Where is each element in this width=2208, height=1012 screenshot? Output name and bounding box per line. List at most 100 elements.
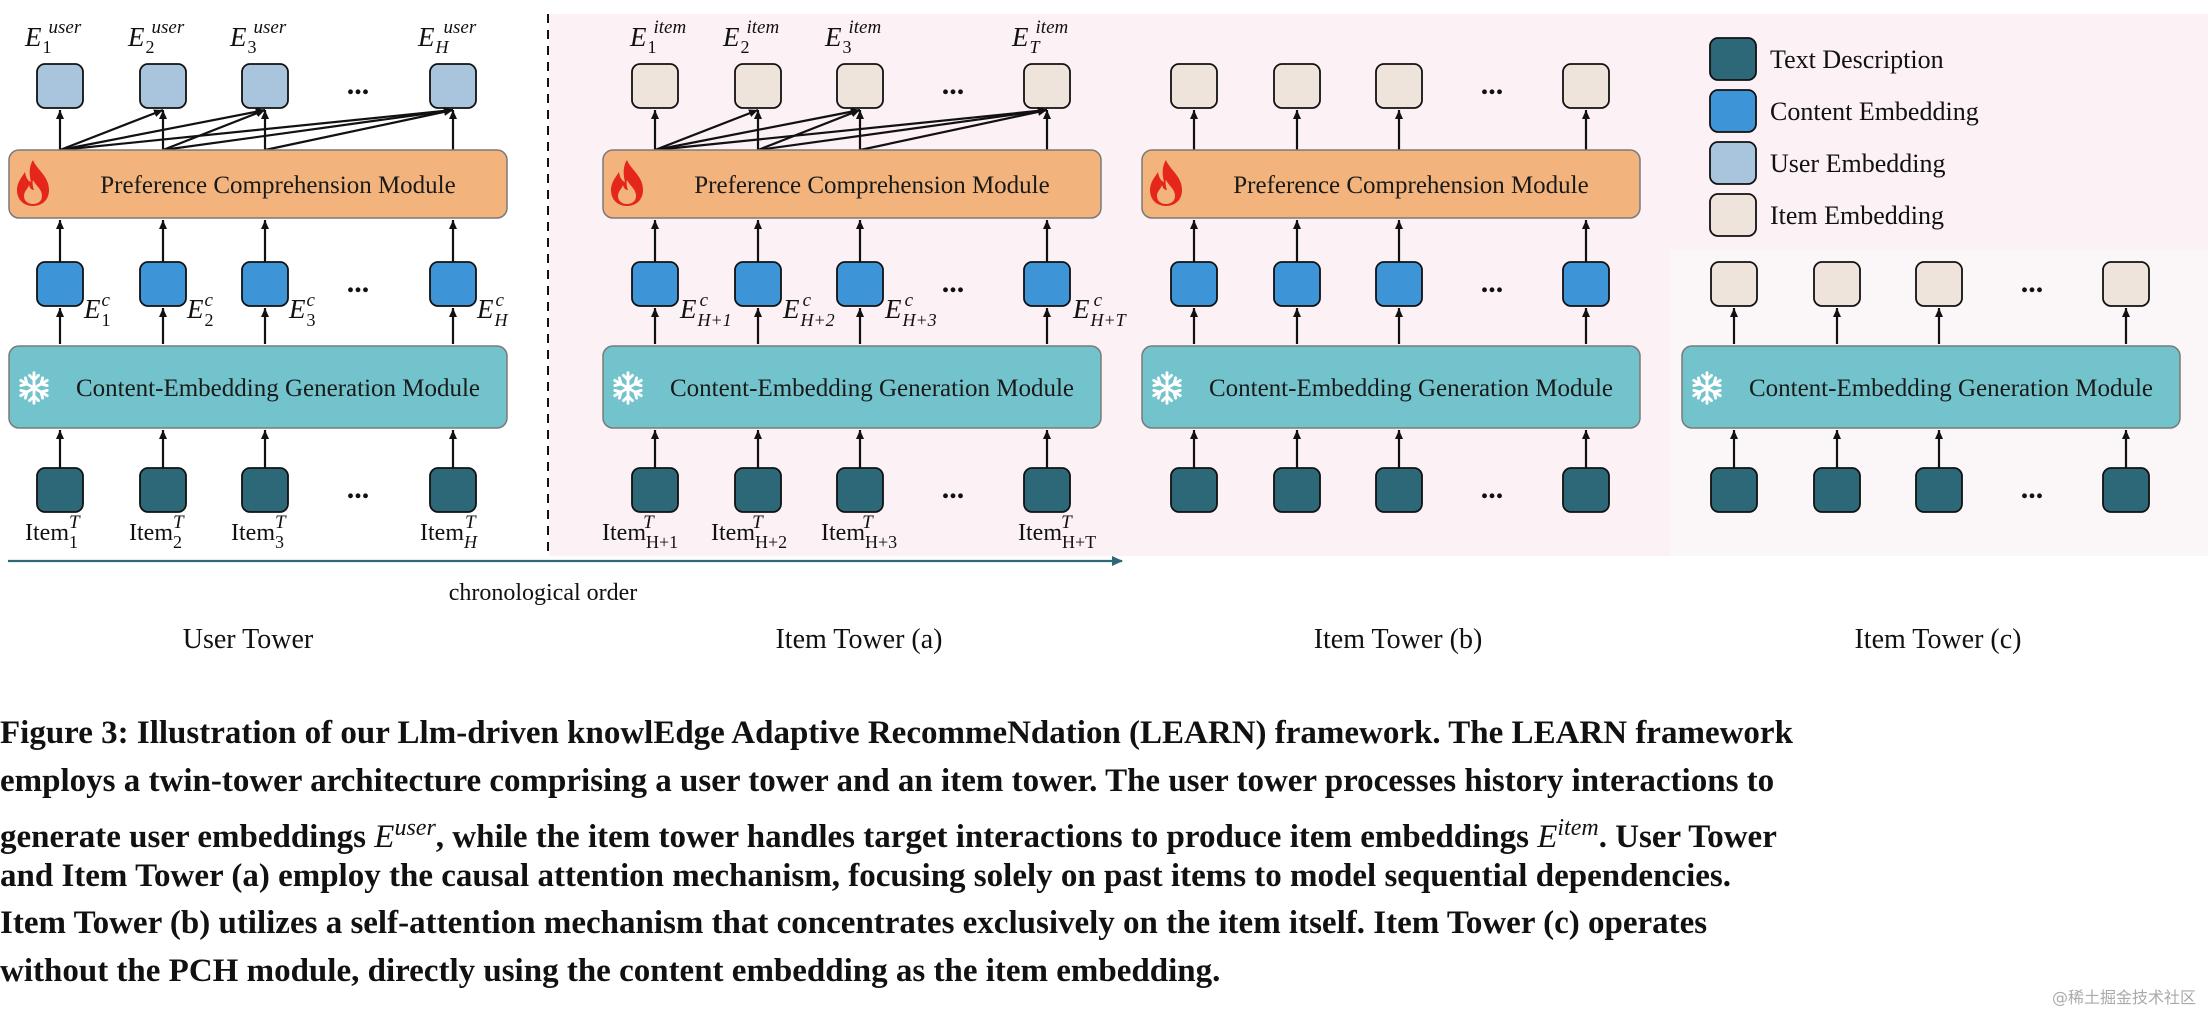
user-tower: ... Preference Comprehension Module ... … — [8, 63, 508, 513]
ellipsis: ... — [1481, 266, 1504, 299]
ellipsis: ... — [1481, 472, 1504, 505]
content-emb-label: EH+Tc — [1072, 290, 1128, 330]
user-item-text-labels: Item1T Item2T Item3T ItemHT — [25, 512, 478, 552]
item-embedding-box — [1915, 261, 1963, 307]
text-description-box — [1562, 467, 1610, 513]
user-embedding-labels: E1user E2user E3user EHuser — [24, 17, 477, 57]
caption-line: generate user embeddings Euser, while th… — [0, 815, 1777, 855]
legend-swatch-content-embedding — [1709, 89, 1757, 133]
ellipsis: ... — [942, 68, 965, 101]
item-embedding-box — [1023, 63, 1071, 109]
user-emb-label: EHuser — [417, 17, 477, 57]
user-attention-arrows — [56, 106, 457, 152]
item-embedding-box — [1813, 261, 1861, 307]
item-tower-b-caption: Item Tower (b) — [1314, 624, 1483, 655]
item-text-label: Item3T — [231, 512, 287, 552]
content-emb-label: E2c — [186, 290, 214, 330]
pcm-label: Preference Comprehension Module — [1233, 172, 1588, 199]
user-emb-label: E2user — [127, 17, 185, 57]
item-embedding-box — [1273, 63, 1321, 109]
text-description-box — [836, 467, 884, 513]
ellipsis: ... — [347, 472, 370, 505]
item-emb-label: E1item — [629, 17, 686, 57]
legend-label: Text Description — [1770, 45, 1944, 74]
text-description-box — [1375, 467, 1423, 513]
text-description-box — [1023, 467, 1071, 513]
item-embedding-labels: E1item E2item E3item ETitem — [629, 17, 1068, 57]
text-description-box — [429, 467, 477, 513]
text-description-box — [1170, 467, 1218, 513]
content-emb-label: EH+2c — [782, 290, 835, 330]
ellipsis: ... — [2021, 472, 2044, 505]
item-tower-c: ... Content-Embedding Generation Module … — [1681, 261, 2181, 513]
item-text-label: ItemH+TT — [1018, 512, 1096, 552]
cegm-label: Content-Embedding Generation Module — [76, 375, 480, 402]
preference-comprehension-module — [8, 149, 508, 219]
ellipsis: ... — [942, 472, 965, 505]
item-tower-a-caption: Item Tower (a) — [775, 624, 942, 655]
user-content-labels: E1c E2c E3c EHc — [83, 290, 509, 330]
text-description-box — [2102, 467, 2150, 513]
item-text-label: ItemH+1T — [602, 512, 678, 552]
user-embedding-box — [36, 63, 84, 109]
e-user-symbol: Euser — [374, 815, 436, 855]
user-emb-label: E3user — [229, 17, 287, 57]
chronological-order-label: chronological order — [449, 580, 638, 606]
pcm-label: Preference Comprehension Module — [100, 172, 455, 199]
content-emb-label: EH+3c — [884, 290, 937, 330]
cegm-label: Content-Embedding Generation Module — [1209, 375, 1613, 402]
content-embedding-box — [1562, 261, 1610, 307]
content-emb-label: EHc — [476, 290, 509, 330]
item-tower-a: ... Preference Comprehension Module ... … — [602, 63, 1102, 513]
content-embedding-box — [1375, 261, 1423, 307]
item-embedding-box — [1562, 63, 1610, 109]
item-text-label: ItemHT — [420, 512, 478, 552]
content-embedding-box — [631, 261, 679, 307]
item-emb-label: ETitem — [1011, 17, 1068, 57]
content-embedding-box — [734, 261, 782, 307]
content-emb-label: E1c — [83, 290, 111, 330]
legend-label: User Embedding — [1770, 149, 1945, 178]
content-embedding-generation-module — [1141, 345, 1641, 429]
user-embedding-row — [36, 63, 477, 109]
text-description-box — [241, 467, 289, 513]
ellipsis: ... — [2021, 266, 2044, 299]
item-text-label: ItemH+2T — [711, 512, 787, 552]
user-text-description-row — [36, 467, 477, 513]
e-item-symbol: Eitem — [1537, 815, 1599, 855]
item-text-label: Item1T — [25, 512, 81, 552]
item-embedding-box — [1710, 261, 1758, 307]
item-emb-label: E3item — [824, 17, 881, 57]
ellipsis: ... — [1481, 68, 1504, 101]
item-text-label: Item2T — [129, 512, 185, 552]
content-embedding-generation-module — [1681, 345, 2181, 429]
ellipsis: ... — [942, 266, 965, 299]
item-text-label: ItemH+3T — [821, 512, 897, 552]
item-embedding-box — [734, 63, 782, 109]
text-description-box — [1915, 467, 1963, 513]
content-embedding-box — [36, 261, 84, 307]
caption-line: Figure 3: Illustration of our Llm-driven… — [0, 715, 1793, 751]
legend: Text Description Content Embedding User … — [1709, 37, 1979, 237]
legend-swatch-item-embedding — [1709, 193, 1757, 237]
content-embedding-box — [241, 261, 289, 307]
user-emb-label: E1user — [24, 17, 82, 57]
text-description-box — [1273, 467, 1321, 513]
text-description-box — [1710, 467, 1758, 513]
ellipsis: ... — [347, 266, 370, 299]
pcm-label: Preference Comprehension Module — [694, 172, 1049, 199]
content-emb-label: E3c — [288, 290, 316, 330]
caption-line: and Item Tower (a) employ the causal att… — [0, 857, 1731, 894]
caption-line: employs a twin-tower architecture compri… — [0, 762, 1775, 799]
legend-label: Item Embedding — [1770, 201, 1944, 230]
item-embedding-box — [2102, 261, 2150, 307]
item-content-labels: EH+1c EH+2c EH+3c EH+Tc — [679, 290, 1128, 330]
legend-label: Content Embedding — [1770, 97, 1979, 126]
user-embedding-box — [139, 63, 187, 109]
item-embedding-box — [1170, 63, 1218, 109]
content-embedding-generation-module — [602, 345, 1102, 429]
preference-comprehension-module — [1141, 149, 1641, 219]
learn-framework-diagram: ... Preference Comprehension Module ... … — [8, 14, 2208, 655]
item-a-text-labels: ItemH+1T ItemH+2T ItemH+3T ItemH+TT — [602, 512, 1096, 552]
ellipsis: ... — [347, 68, 370, 101]
